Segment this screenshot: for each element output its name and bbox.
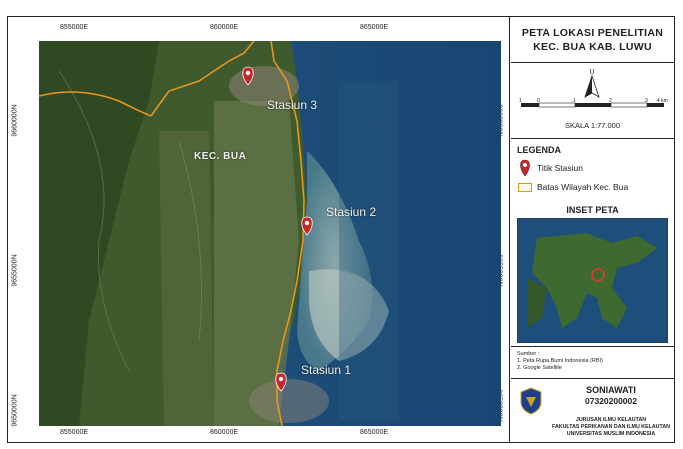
station-3-marker [242, 66, 254, 86]
y-tick-left-3: 9650000N [11, 394, 19, 427]
station-1-marker [275, 372, 287, 392]
x-tick-top-3: 865000E [360, 24, 389, 31]
institution-line-2: FAKULTAS PERIKANAN DAN ILMU KELAUTAN [552, 424, 670, 430]
author-section: SONIAWATI 07320200002 JURUSAN ILMU KELAU… [511, 379, 674, 442]
source-item-2: 2. Google Satellite [517, 365, 562, 371]
station-1-label: Stasiun 1 [301, 363, 352, 377]
y-tick-left-1: 9660000N [11, 104, 19, 137]
scale-tick-1: 1 [519, 98, 522, 104]
scale-tick-6: 4 km [657, 98, 668, 104]
north-label: U [589, 69, 594, 76]
source-item-1: 1. Peta Rupa Bumi Indonesia (RBI) [517, 358, 603, 364]
title-line-1: PETA LOKASI PENELITIAN [521, 26, 664, 39]
university-logo-icon [520, 387, 542, 415]
scale-tick-4: 2 [609, 98, 612, 104]
scale-section: U 1 0 1 2 3 4 km SKALA 1:77.000 [511, 63, 674, 139]
boundary-box-icon [518, 183, 532, 192]
inset-location-circle [591, 268, 605, 282]
region-label: KEC. BUA [194, 151, 247, 162]
legend: LEGENDA Titik Stasiun Batas Wilayah Kec.… [511, 139, 674, 201]
map-area: 855000E 860000E 865000E 855000E 860000E … [8, 17, 510, 442]
north-arrow-icon: U [521, 69, 664, 108]
x-tick-top-2: 860000E [210, 24, 239, 31]
boundary-line-north [150, 41, 255, 117]
scale-tick-5: 3 [645, 98, 648, 104]
institution-line-1: JURUSAN ILMU KELAUTAN [575, 417, 647, 423]
boundary-line-coast [270, 41, 305, 426]
y-tick-left-2: 9655000N [11, 254, 19, 287]
scale-tick-2: 0 [537, 98, 540, 104]
legend-item-boundary: Batas Wilayah Kec. Bua [537, 182, 629, 192]
x-tick-bottom-3: 865000E [360, 429, 389, 436]
map-title: PETA LOKASI PENELITIAN KEC. BUA KAB. LUW… [511, 17, 674, 63]
legend-item-station: Titik Stasiun [537, 163, 583, 173]
inset-map[interactable] [517, 218, 668, 343]
author-id: 07320200002 [584, 396, 637, 406]
title-line-2: KEC. BUA KAB. LUWU [533, 40, 652, 53]
x-tick-bottom-1: 855000E [60, 429, 89, 436]
scale-tick-3: 1 [573, 98, 576, 104]
inset-title: INSET PETA [566, 205, 619, 215]
map-info-panel: PETA LOKASI PENELITIAN KEC. BUA KAB. LUW… [511, 17, 674, 442]
source-section: Sumber : 1. Peta Rupa Bumi Indonesia (RB… [511, 347, 674, 379]
satellite-map[interactable]: KEC. BUA Stasiun 3 Stasiun 2 Stasiun 1 [39, 41, 501, 426]
station-2-label: Stasiun 2 [326, 205, 377, 219]
source-title: Sumber : [517, 351, 540, 357]
map-pin-icon [520, 159, 530, 177]
author-name: SONIAWATI [586, 385, 636, 395]
legend-title: LEGENDA [517, 145, 562, 155]
station-3-label: Stasiun 3 [267, 98, 318, 112]
inset-map-section: INSET PETA [511, 201, 674, 347]
x-tick-top-1: 855000E [60, 24, 89, 31]
station-2-marker [301, 216, 313, 236]
x-tick-bottom-2: 860000E [210, 429, 239, 436]
scale-text: SKALA 1:77.000 [564, 121, 621, 130]
satellite-imagery [39, 41, 501, 426]
institution-line-3: UNIVERSITAS MUSLIM INDONESIA [566, 431, 656, 437]
